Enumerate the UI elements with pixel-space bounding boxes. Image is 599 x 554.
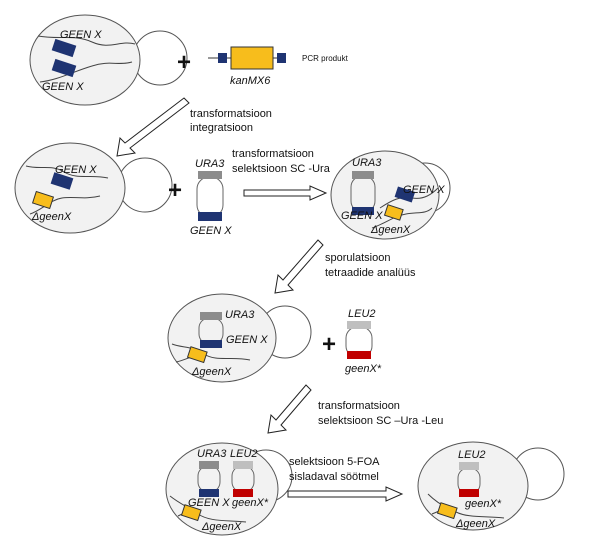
plus-sign: + <box>168 177 182 204</box>
ura3-label: URA3 <box>197 448 227 460</box>
chromosome-line <box>371 207 433 229</box>
flank-block <box>277 53 286 63</box>
right-arrow <box>287 486 404 502</box>
geen-x-block <box>199 489 219 497</box>
chromosome-line <box>39 61 133 83</box>
step-label: selektsioon SC –Ura -Leu <box>318 415 443 427</box>
geen-x-label: GEEN X <box>42 81 84 93</box>
step-label: integratsioon <box>190 122 253 134</box>
kanmx6-block <box>186 346 208 364</box>
ura3-block <box>200 312 222 320</box>
ura3-block <box>352 171 374 179</box>
geen-x-star-label: geenX* <box>232 497 269 509</box>
row2-cell: GEEN X ΔgeenX <box>14 142 173 234</box>
ura3-block <box>198 171 222 179</box>
delta-geen-label: ΔgeenX <box>370 224 411 236</box>
leu2-block <box>233 461 253 469</box>
pcr-product: kanMX6 PCR produkt <box>208 46 349 87</box>
right-arrow <box>243 185 328 201</box>
leu2-label: LEU2 <box>348 308 376 320</box>
geen-x-label: GEEN X <box>190 225 232 237</box>
kanmx6-block <box>383 204 404 221</box>
geen-x-block <box>51 38 77 58</box>
geen-x-block <box>50 172 74 190</box>
leu2-label: LEU2 <box>458 449 486 461</box>
step-label: selektsioon 5-FOA <box>289 456 380 468</box>
geen-x-label: GEEN X <box>226 334 268 346</box>
geen-x-block <box>352 207 374 215</box>
row4-result-cell: LEU2 geenX* ΔgeenX <box>417 441 565 531</box>
kanmx6-block <box>31 190 55 210</box>
geen-x-star-block <box>459 489 479 497</box>
step-label: selektsioon SC -Ura <box>232 163 331 175</box>
geen-x-label: GEEN X <box>341 210 383 222</box>
step-label: tetraadide analüüs <box>325 267 416 279</box>
pcr-product-label: PCR produkt <box>302 54 349 63</box>
ura3-plasmid: URA3 GEEN X <box>190 158 232 237</box>
geen-x-label: GEEN X <box>188 497 230 509</box>
geen-x-star-label: geenX* <box>345 363 382 375</box>
ura3-block <box>199 461 219 469</box>
plasmid-outline <box>196 176 224 218</box>
delta-geen-label: ΔgeenX <box>201 521 242 533</box>
row3-cell: URA3 GEEN X ΔgeenX <box>167 293 312 383</box>
kanmx6-block <box>230 46 274 70</box>
geen-x-star-label: geenX* <box>465 498 502 510</box>
geen-x-block <box>198 212 222 221</box>
flank-block <box>218 53 227 63</box>
delta-geen-label: ΔgeenX <box>455 518 496 530</box>
chromosome-line <box>25 165 109 179</box>
ura3-label: URA3 <box>195 158 225 170</box>
row4-cell: URA3 LEU2 GEEN X geenX* ΔgeenX <box>165 442 293 536</box>
leu2-block <box>459 462 479 470</box>
chromosome-line <box>37 35 136 46</box>
kanmx6-block <box>436 502 458 520</box>
geen-x-block <box>51 58 77 78</box>
geen-x-label: GEEN X <box>55 164 97 176</box>
geen-x-block <box>394 186 416 203</box>
yeast-bud <box>117 157 173 213</box>
step-label: transformatsioon <box>318 400 400 412</box>
step-label: sporulatsioon <box>325 252 390 264</box>
row2-result-cell: URA3 GEEN X GEEN X ΔgeenX <box>330 150 451 240</box>
geen-x-block <box>200 340 222 348</box>
row1-cell: GEEN X GEEN X <box>29 14 188 106</box>
delta-geen-label: ΔgeenX <box>31 211 72 223</box>
delta-geen-label: ΔgeenX <box>191 366 232 378</box>
leu2-plasmid: LEU2 geenX* <box>345 308 382 375</box>
geen-x-label: GEEN X <box>403 184 445 196</box>
step-label: sisladaval söötmel <box>289 471 379 483</box>
plus-sign: + <box>177 49 191 76</box>
down-left-arrow <box>274 239 324 294</box>
step-label: transformatsioon <box>232 148 314 160</box>
ura3-label: URA3 <box>225 309 255 321</box>
ura3-label: URA3 <box>352 157 382 169</box>
geen-x-star-block <box>233 489 253 497</box>
chromosome-line <box>29 195 101 215</box>
leu2-label: LEU2 <box>230 448 258 460</box>
step-label: transformatsioon <box>190 108 272 120</box>
kanmx6-label: kanMX6 <box>230 75 271 87</box>
geen-x-star-block <box>347 351 371 359</box>
leu2-block <box>347 321 371 329</box>
kanmx6-block <box>180 504 202 522</box>
down-left-arrow <box>267 384 312 434</box>
plus-sign: + <box>322 331 336 358</box>
down-left-arrow <box>116 97 190 157</box>
geen-x-label: GEEN X <box>60 29 102 41</box>
